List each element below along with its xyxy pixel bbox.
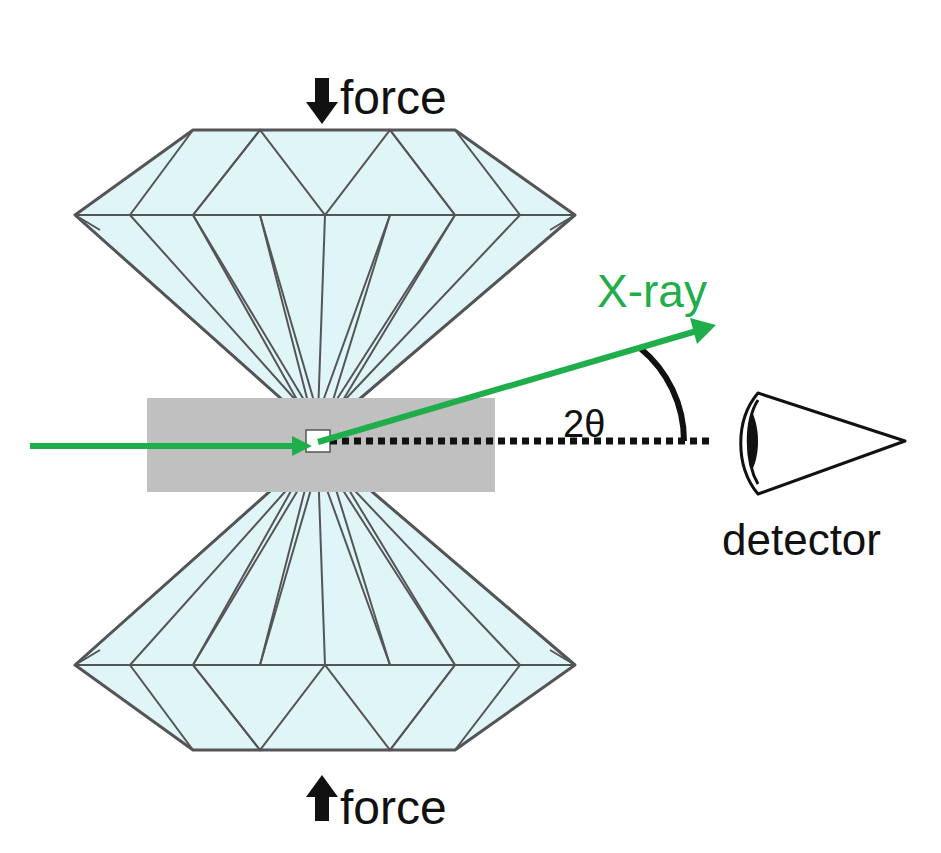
force-label: force (340, 784, 447, 832)
angle-label: 2θ (563, 405, 605, 443)
detector-label: detector (722, 518, 881, 562)
xray-label: X-ray (597, 268, 707, 314)
force-label: force (340, 74, 447, 122)
